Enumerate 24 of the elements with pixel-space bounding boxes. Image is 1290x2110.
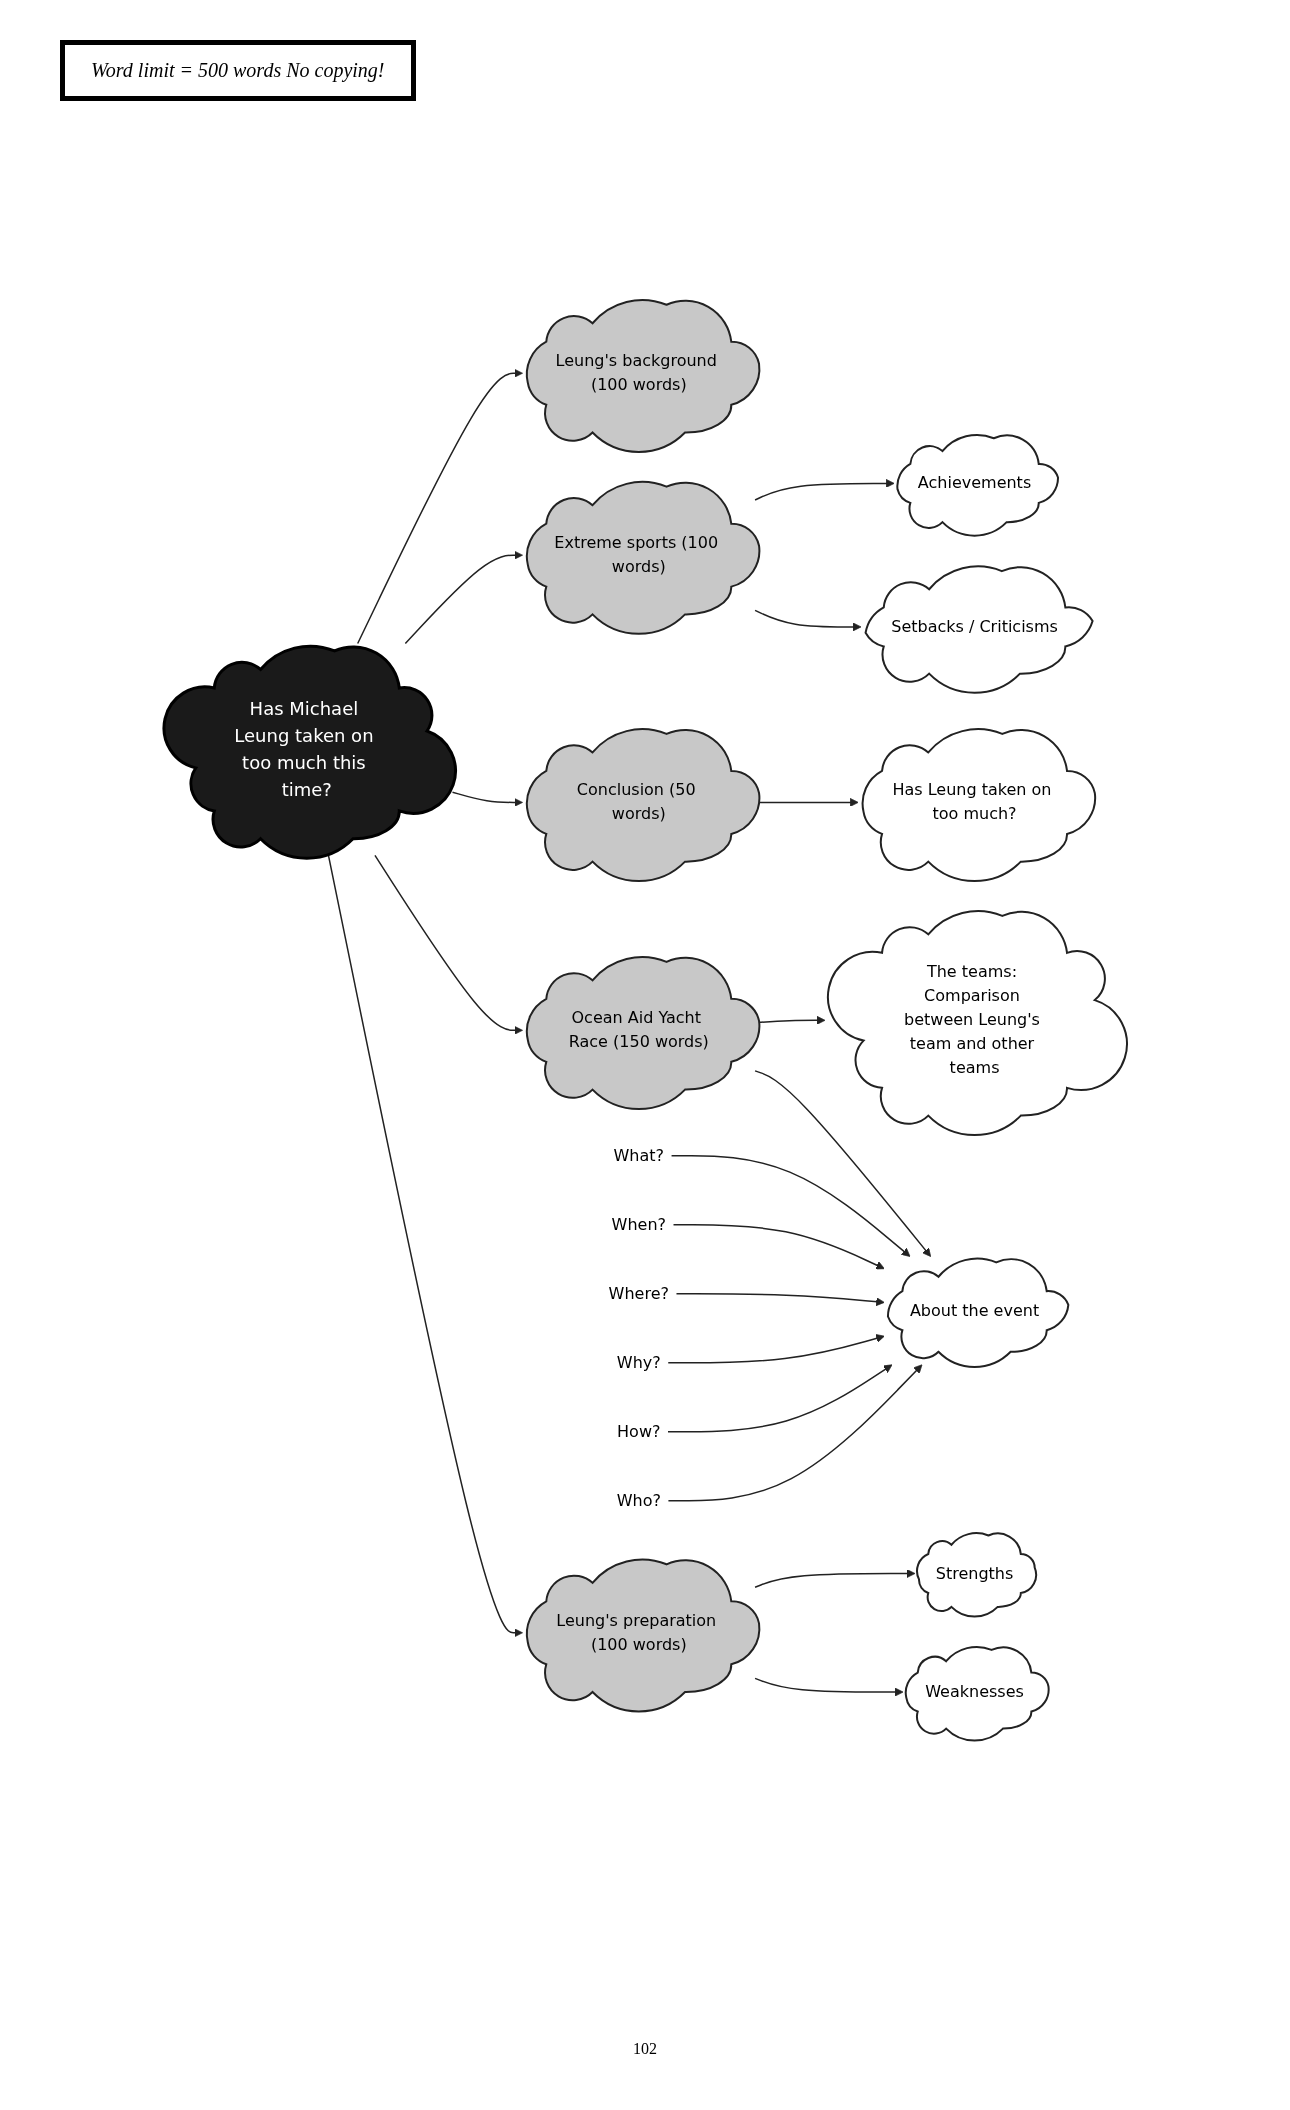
node-text: Where?: [608, 1283, 669, 1303]
node-text: What?: [613, 1145, 664, 1165]
arrow: [356, 368, 523, 644]
node-text: When?: [611, 1214, 666, 1234]
node-text: Who?: [616, 1490, 661, 1510]
arrow: [753, 1568, 915, 1588]
note-box: Word limit = 500 words No copying!: [60, 40, 416, 101]
node-text: Why?: [616, 1352, 661, 1372]
arrow: [753, 1677, 903, 1697]
page-number: 102: [632, 2040, 658, 2058]
arrow: [327, 854, 523, 1637]
arrow: [666, 1364, 892, 1433]
arrow: [675, 1292, 885, 1306]
arrow: [753, 609, 861, 631]
arrow: [667, 1364, 922, 1502]
node-text: How?: [616, 1421, 661, 1441]
arrow: [404, 550, 523, 644]
arrow: [373, 854, 523, 1035]
arrow: [667, 1333, 885, 1364]
arrow: [451, 791, 523, 807]
arrow: [753, 478, 895, 501]
arrow: [753, 1069, 931, 1257]
arrow: [670, 1154, 910, 1257]
arrow: [672, 1223, 885, 1270]
